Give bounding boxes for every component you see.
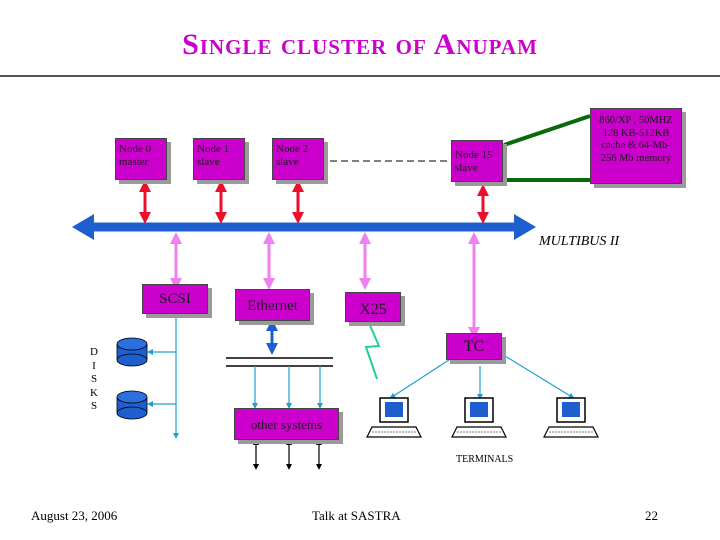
disk-2 — [116, 390, 148, 420]
x25-link — [364, 322, 381, 380]
node-spec-box: 860/XP , 50MHZ 128 KB-512KB cache & 64-M… — [590, 108, 682, 184]
terminals-label: TERMINALS — [456, 454, 514, 465]
multibus-label: MULTIBUS II — [539, 234, 620, 249]
footer-page-number: 22 — [645, 508, 658, 523]
node-15-slave-box: Node 15 slave — [451, 140, 503, 182]
node-2-slave-box: Node 2 slave — [272, 138, 324, 180]
disks-label: D I S K S — [88, 346, 100, 414]
multibus-bus — [72, 214, 536, 240]
node-0-master-box: Node 0 master — [115, 138, 167, 180]
slide-title: Single cluster of Anupam — [182, 28, 538, 61]
spec-callout-lines — [503, 114, 591, 182]
terminal-icon — [451, 397, 507, 438]
disks-letter: S — [90, 400, 98, 412]
node-1-slave-box: Node 1 slave — [193, 138, 245, 180]
disks-letter: I — [92, 359, 96, 372]
terminal-links — [389, 355, 575, 400]
network-drop-links — [252, 366, 323, 409]
disks-letter: D — [90, 346, 98, 358]
title-rule — [0, 75, 720, 77]
bus-device-links — [170, 232, 480, 339]
tc-box: TC — [446, 333, 502, 360]
disks-letter: K — [90, 386, 98, 399]
footer-talk: Talk at SASTRA — [312, 508, 401, 523]
scsi-links — [147, 312, 179, 439]
node-bus-links — [139, 180, 489, 224]
terminal-icon — [543, 397, 599, 438]
terminal-icon — [366, 397, 422, 438]
ethernet-box: Ethernet — [235, 289, 310, 321]
disk-1 — [116, 337, 148, 367]
other-systems-box: other systems — [234, 408, 339, 440]
footer-date: August 23, 2006 — [31, 508, 118, 523]
disks-letter: S — [90, 373, 98, 385]
scsi-box: SCSI — [142, 284, 208, 314]
ethernet-network-bar — [226, 357, 333, 367]
other-systems-links — [253, 439, 322, 470]
x25-box: X25 — [345, 292, 401, 322]
